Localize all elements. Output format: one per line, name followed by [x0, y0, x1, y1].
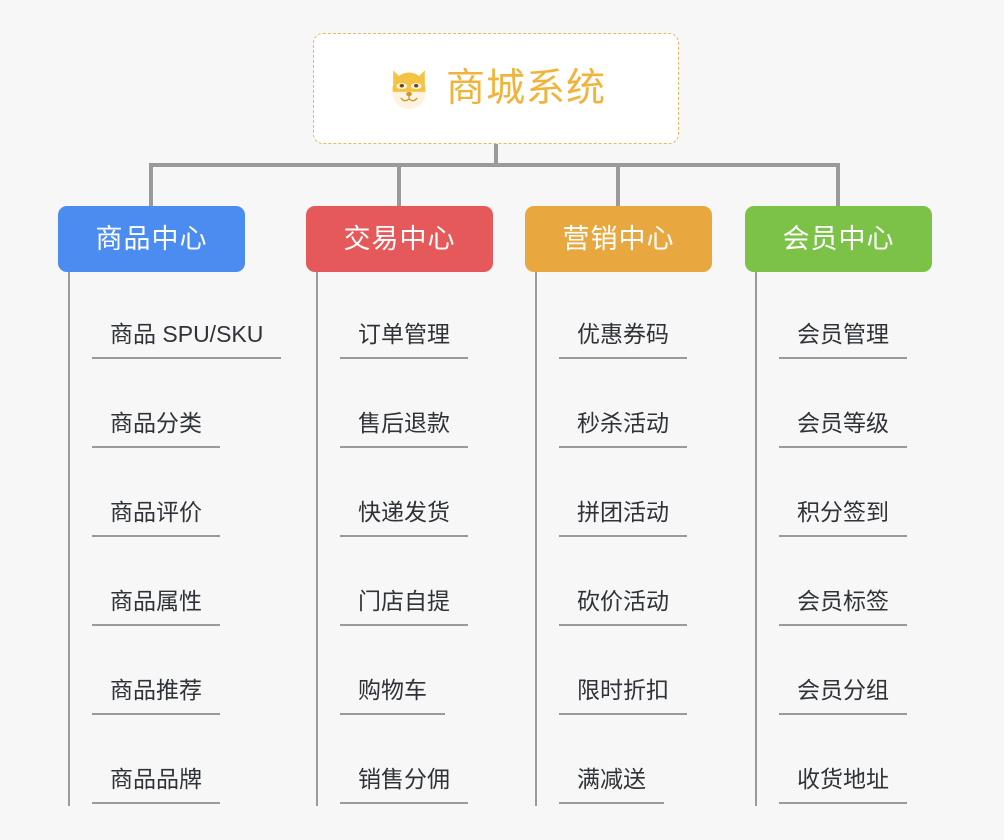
leaf-list-product-center: 商品 SPU/SKU 商品分类 商品评价 商品属性 商品推荐 商品品牌	[68, 272, 319, 806]
list-item[interactable]: 满减送	[537, 717, 786, 806]
list-item[interactable]: 商品 SPU/SKU	[70, 272, 319, 361]
list-item-label: 会员管理	[779, 320, 907, 359]
list-item[interactable]: 商品推荐	[70, 628, 319, 717]
list-item[interactable]: 售后退款	[318, 361, 567, 450]
list-item-label: 售后退款	[340, 409, 468, 448]
dog-face-icon	[386, 66, 432, 112]
list-item-label: 限时折扣	[559, 676, 687, 715]
list-item[interactable]: 销售分佣	[318, 717, 567, 806]
leaf-list-marketing-center: 优惠券码 秒杀活动 拼团活动 砍价活动 限时折扣 满减送	[535, 272, 786, 806]
list-item-label: 商品评价	[92, 498, 220, 537]
column-marketing-center: 营销中心 优惠券码 秒杀活动 拼团活动 砍价活动 限时折扣	[502, 206, 753, 806]
list-item[interactable]: 门店自提	[318, 539, 567, 628]
column-trade-center: 交易中心 订单管理 售后退款 快递发货 门店自提 购物车	[251, 206, 502, 806]
category-label: 营销中心	[562, 223, 675, 254]
root-node[interactable]: 商城系统	[313, 33, 679, 144]
list-item[interactable]: 限时折扣	[537, 628, 786, 717]
list-item[interactable]: 订单管理	[318, 272, 567, 361]
list-item[interactable]: 拼团活动	[537, 450, 786, 539]
category-header-trade-center[interactable]: 交易中心	[306, 206, 493, 272]
list-item[interactable]: 收货地址	[757, 717, 1004, 806]
category-label: 商品中心	[95, 223, 208, 254]
list-item-label: 满减送	[559, 765, 664, 804]
category-label: 会员中心	[782, 223, 895, 254]
list-item[interactable]: 秒杀活动	[537, 361, 786, 450]
list-item[interactable]: 会员等级	[757, 361, 1004, 450]
column-member-center: 会员中心 会员管理 会员等级 积分签到 会员标签 会员分组	[745, 206, 1004, 806]
category-header-marketing-center[interactable]: 营销中心	[525, 206, 712, 272]
list-item-label: 快递发货	[340, 498, 468, 537]
list-item[interactable]: 砍价活动	[537, 539, 786, 628]
list-item-label: 购物车	[340, 676, 445, 715]
list-item[interactable]: 会员管理	[757, 272, 1004, 361]
leaf-list-member-center: 会员管理 会员等级 积分签到 会员标签 会员分组 收货地址	[755, 272, 1004, 806]
list-item[interactable]: 商品评价	[70, 450, 319, 539]
root-title: 商城系统	[445, 67, 606, 110]
list-item[interactable]: 购物车	[318, 628, 567, 717]
list-item[interactable]: 积分签到	[757, 450, 1004, 539]
category-header-product-center[interactable]: 商品中心	[58, 206, 245, 272]
list-item-label: 会员标签	[779, 587, 907, 626]
list-item-label: 商品属性	[92, 587, 220, 626]
list-item-label: 商品分类	[92, 409, 220, 448]
list-item-label: 商品 SPU/SKU	[92, 320, 282, 359]
list-item-label: 拼团活动	[559, 498, 687, 537]
list-item[interactable]: 会员分组	[757, 628, 1004, 717]
list-item-label: 商品品牌	[92, 765, 220, 804]
list-item-label: 积分签到	[779, 498, 907, 537]
list-item-label: 商品推荐	[92, 676, 220, 715]
list-item[interactable]: 会员标签	[757, 539, 1004, 628]
list-item-label: 优惠券码	[559, 320, 687, 359]
column-product-center: 商品中心 商品 SPU/SKU 商品分类 商品评价 商品属性 商品推荐	[0, 206, 282, 806]
list-item[interactable]: 商品属性	[70, 539, 319, 628]
list-item[interactable]: 商品品牌	[70, 717, 319, 806]
list-item[interactable]: 商品分类	[70, 361, 319, 450]
category-columns: 商品中心 商品 SPU/SKU 商品分类 商品评价 商品属性 商品推荐	[0, 206, 1004, 806]
list-item-label: 砍价活动	[559, 587, 687, 626]
list-item[interactable]: 快递发货	[318, 450, 567, 539]
list-item-label: 秒杀活动	[559, 409, 687, 448]
list-item[interactable]: 优惠券码	[537, 272, 786, 361]
list-item-label: 会员等级	[779, 409, 907, 448]
category-label: 交易中心	[343, 223, 456, 254]
list-item-label: 收货地址	[779, 765, 907, 804]
leaf-list-trade-center: 订单管理 售后退款 快递发货 门店自提 购物车 销售分佣	[316, 272, 567, 806]
list-item-label: 门店自提	[340, 587, 468, 626]
list-item-label: 订单管理	[340, 320, 468, 359]
category-header-member-center[interactable]: 会员中心	[745, 206, 932, 272]
list-item-label: 销售分佣	[340, 765, 468, 804]
list-item-label: 会员分组	[779, 676, 907, 715]
